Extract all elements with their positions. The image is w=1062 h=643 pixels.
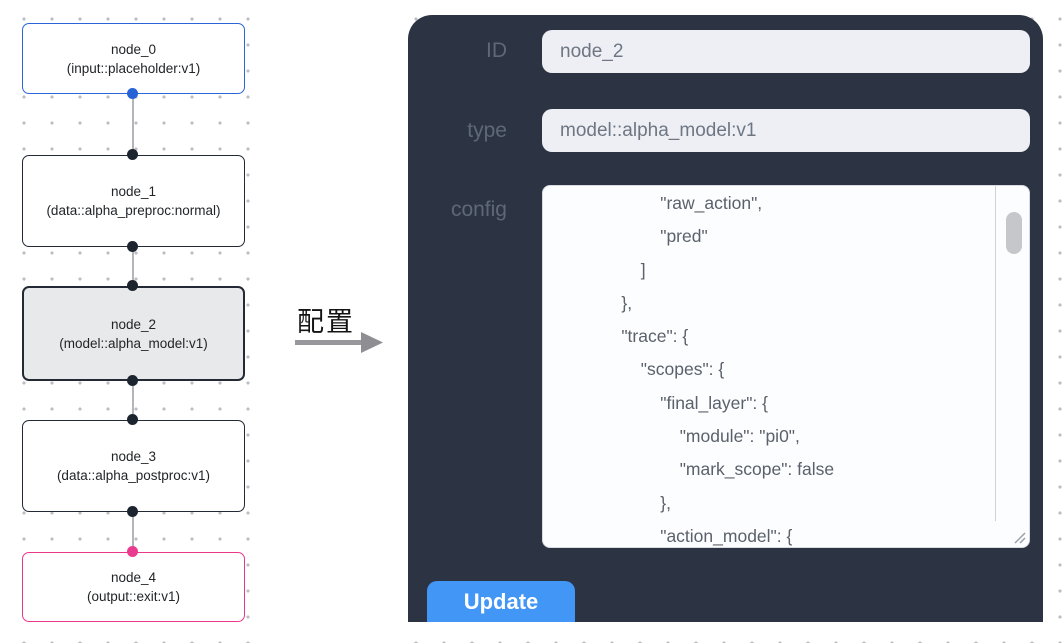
flow-node-node-1[interactable]: node_1 (data::alpha_preproc:normal): [22, 155, 245, 247]
handle-node1-target[interactable]: [127, 149, 138, 160]
flow-node-node-4[interactable]: node_4 (output::exit:v1): [22, 552, 245, 622]
node-title: node_2: [110, 316, 157, 332]
id-field-label: ID: [486, 39, 507, 62]
flow-node-node-2-selected[interactable]: node_2 (model::alpha_model:v1): [22, 286, 245, 381]
handle-node3-target[interactable]: [127, 414, 138, 425]
edge-node1-node2[interactable]: [132, 247, 134, 286]
config-field-label: config: [450, 198, 507, 221]
flow-node-node-3[interactable]: node_3 (data::alpha_postproc:v1): [22, 420, 245, 512]
resize-grip-icon[interactable]: [1011, 529, 1027, 545]
node-title: node_1: [110, 184, 157, 199]
node-type: (input::placeholder:v1): [66, 60, 201, 76]
right-arrow-icon: [295, 332, 383, 353]
handle-node3-source[interactable]: [127, 506, 138, 517]
config-json-text: "raw_action", "pred" ] }, "trace": { "sc…: [621, 193, 835, 546]
edge-node0-node1[interactable]: [132, 94, 134, 155]
config-scrollbar[interactable]: [995, 186, 1029, 521]
handle-node0-source[interactable]: [127, 88, 138, 99]
handle-node1-source[interactable]: [127, 241, 138, 252]
node-title: node_0: [110, 41, 157, 57]
edge-node2-node3[interactable]: [132, 381, 134, 420]
handle-node4-target[interactable]: [127, 546, 138, 557]
handle-node2-source[interactable]: [127, 375, 138, 386]
node-type: (model::alpha_model:v1): [59, 335, 208, 351]
handle-node2-target[interactable]: [127, 280, 138, 291]
edge-node3-node4[interactable]: [132, 512, 134, 552]
node-type: (data::alpha_postproc:v1): [56, 468, 211, 483]
type-field-label: type: [467, 119, 507, 142]
id-input[interactable]: [542, 30, 1030, 73]
node-title: node_3: [110, 449, 157, 464]
config-scrollbar-thumb[interactable]: [1006, 212, 1022, 254]
configure-label: 配置: [297, 307, 355, 337]
node-title: node_4: [110, 570, 157, 585]
flow-canvas[interactable]: node_0 (input::placeholder:v1) node_1 (d…: [0, 0, 266, 643]
node-type: (output::exit:v1): [86, 589, 181, 604]
config-textarea[interactable]: "raw_action", "pred" ] }, "trace": { "sc…: [542, 185, 1030, 548]
type-input[interactable]: [542, 109, 1030, 152]
node-type: (data::alpha_preproc:normal): [46, 203, 221, 218]
flow-node-node-0[interactable]: node_0 (input::placeholder:v1): [22, 23, 245, 94]
update-button[interactable]: Update: [427, 581, 575, 622]
